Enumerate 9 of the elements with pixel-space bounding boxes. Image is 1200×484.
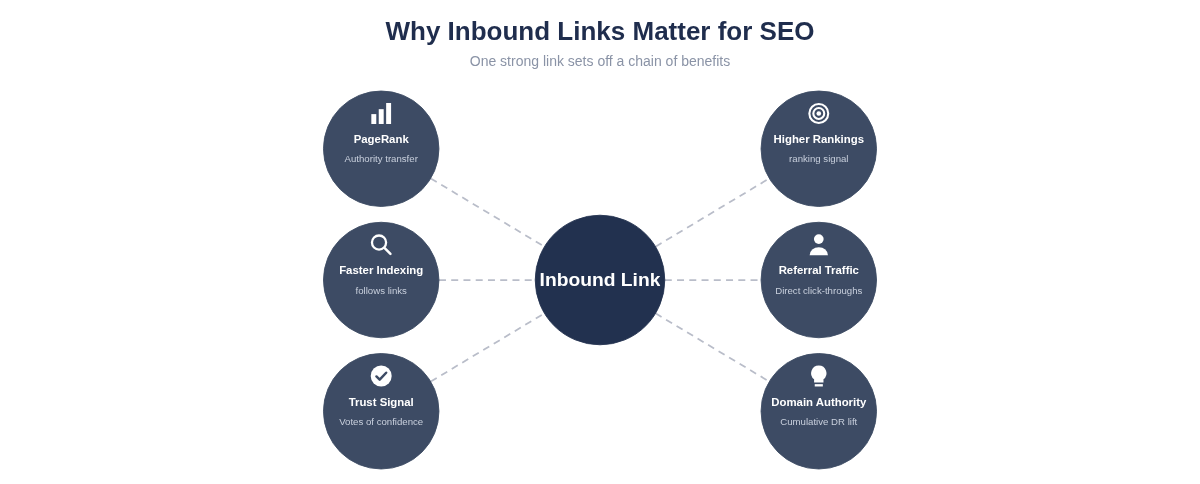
node-circle: Referral Traffic Direct click-throughs: [760, 221, 877, 339]
node-circle: Faster Indexing follows links: [323, 221, 440, 339]
node-circle: PageRank Authority transfer: [323, 90, 440, 207]
node-circle: Domain Authority Cumulative DR lift: [760, 353, 877, 470]
subtitle: One strong link sets off a chain of benefits: [469, 53, 731, 70]
node-circle: Trust Signal Votes of confidence: [323, 353, 440, 470]
diagram-title: Why Inbound Links Matter for SEO: [385, 16, 815, 48]
node-circle: Higher Rankings ranking signal: [760, 90, 877, 207]
node-circle: Inbound Link: [534, 214, 666, 346]
